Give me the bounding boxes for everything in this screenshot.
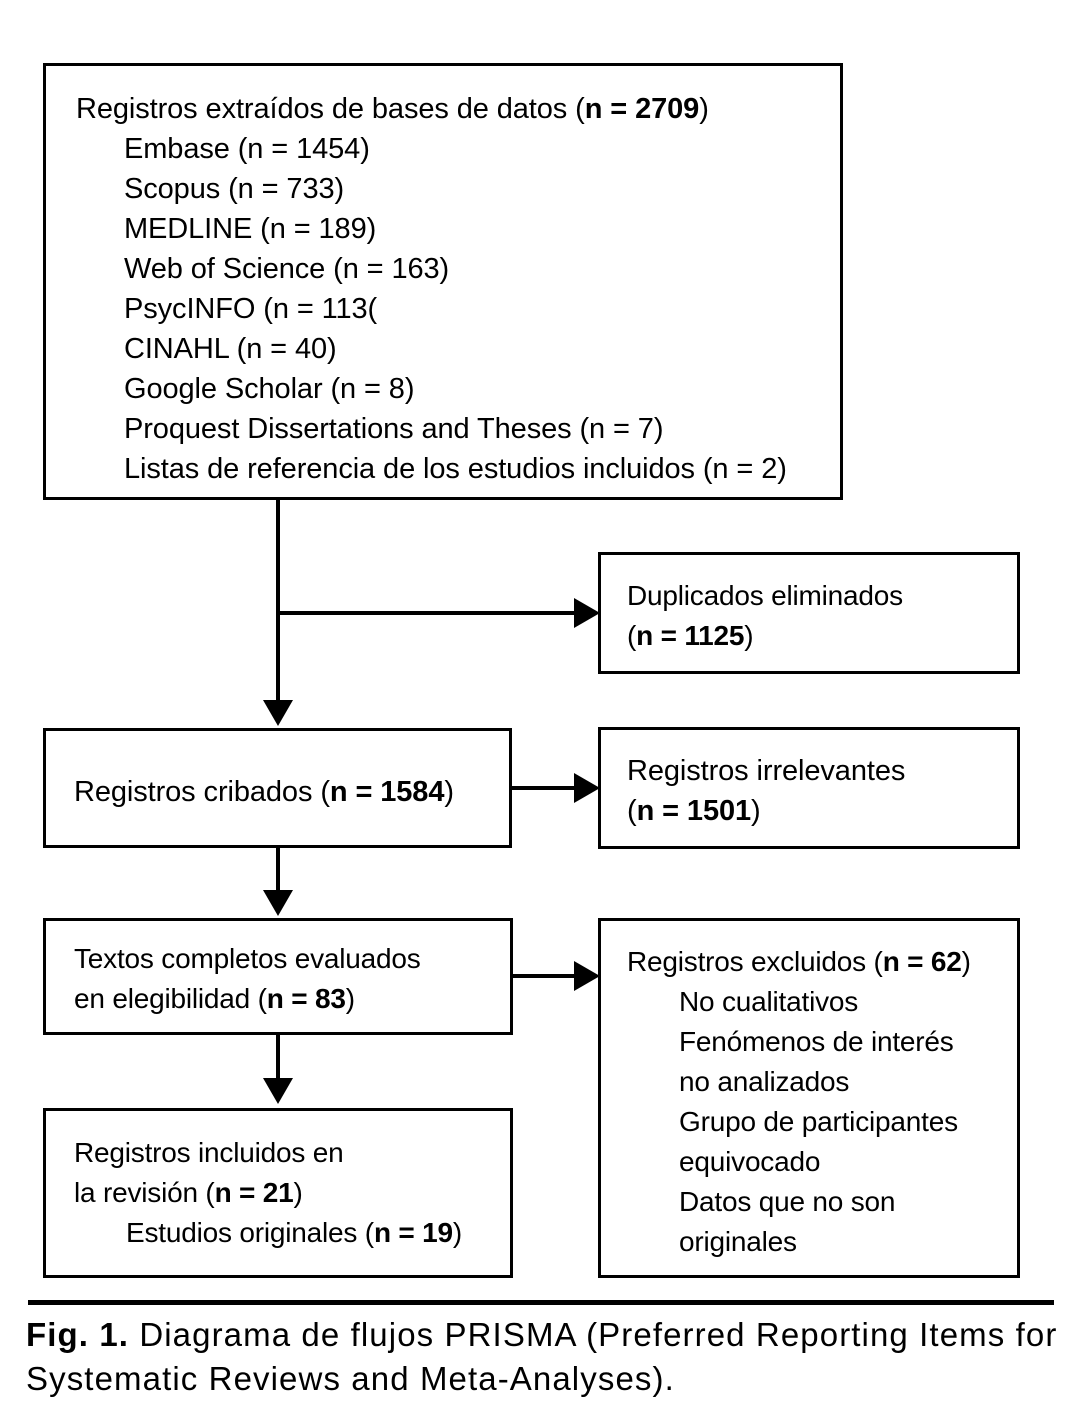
eligibility-label-2: en elegibilidad ( bbox=[74, 983, 267, 1014]
excluded-label: Registros excluidos ( bbox=[627, 946, 883, 977]
paren-close: ) bbox=[345, 983, 355, 1014]
connector-to-excluded bbox=[513, 974, 576, 978]
included-label-2: la revisión ( bbox=[74, 1177, 215, 1208]
screened-count: n = 1584 bbox=[329, 776, 445, 808]
paren-close: ) bbox=[751, 795, 761, 827]
paren-open: ( bbox=[627, 795, 637, 827]
records-identified-count: n = 2709 bbox=[584, 93, 700, 125]
irrelevant-label: Registros irrelevantes bbox=[627, 755, 906, 787]
figure-caption: Fig. 1. Diagrama de flujos PRISMA (Prefe… bbox=[26, 1313, 1061, 1401]
included-count-line: la revisión (n = 21) bbox=[74, 1173, 500, 1213]
paren-open: ( bbox=[627, 620, 637, 651]
included-subline: Estudios originales (n = 19) bbox=[74, 1213, 500, 1253]
arrowhead-to-excluded bbox=[574, 961, 600, 991]
screened-label: Registros cribados ( bbox=[74, 776, 330, 808]
box-records-screened: Registros cribados (n = 1584) bbox=[43, 728, 512, 848]
arrowhead-to-duplicates bbox=[574, 598, 600, 628]
source-line: CINAHL (n = 40) bbox=[124, 333, 337, 365]
excluded-reason: equivocado bbox=[679, 1146, 821, 1177]
box-fulltext-eligibility: Textos completos evaluados en elegibilid… bbox=[43, 918, 513, 1035]
source-line: MEDLINE (n = 189) bbox=[124, 213, 377, 245]
records-identified-heading-text: Registros extraídos de bases de datos ( bbox=[76, 93, 585, 125]
box-records-excluded: Registros excluidos (n = 62) No cualitat… bbox=[598, 918, 1020, 1278]
eligibility-count: n = 83 bbox=[266, 983, 346, 1014]
records-identified-heading: Registros extraídos de bases de datos (n… bbox=[76, 89, 826, 129]
arrowhead-to-eligibility bbox=[263, 890, 293, 916]
box-records-included: Registros incluidos en la revisión (n = … bbox=[43, 1108, 513, 1278]
included-label: Registros incluidos en bbox=[74, 1137, 344, 1168]
source-line: Embase (n = 1454) bbox=[124, 133, 370, 165]
connector-to-irrelevant bbox=[512, 786, 576, 790]
connector-to-duplicates bbox=[276, 611, 576, 615]
box-records-irrelevant: Registros irrelevantes (n = 1501) bbox=[598, 727, 1020, 849]
included-count: n = 21 bbox=[214, 1177, 294, 1208]
eligibility-count-line: en elegibilidad (n = 83) bbox=[74, 979, 498, 1019]
irrelevant-count-line: (n = 1501) bbox=[627, 791, 1005, 831]
caption-divider bbox=[28, 1300, 1054, 1305]
duplicates-count: n = 1125 bbox=[636, 620, 745, 651]
irrelevant-count: n = 1501 bbox=[636, 795, 752, 827]
arrowhead-to-included bbox=[263, 1078, 293, 1104]
connector-eligibility-to-included bbox=[276, 1035, 280, 1083]
paren-close: ) bbox=[444, 776, 454, 808]
arrowhead-to-irrelevant bbox=[574, 773, 600, 803]
paren-close: ) bbox=[293, 1177, 303, 1208]
excluded-reason: Fenómenos de interés bbox=[679, 1026, 954, 1057]
eligibility-label: Textos completos evaluados bbox=[74, 943, 421, 974]
source-line: Scopus (n = 733) bbox=[124, 173, 345, 205]
source-line: Web of Science (n = 163) bbox=[124, 253, 450, 285]
box-duplicates-removed: Duplicados eliminados (n = 1125) bbox=[598, 552, 1020, 674]
figure-number: Fig. 1. bbox=[26, 1316, 130, 1353]
excluded-reason: no analizados bbox=[679, 1066, 850, 1097]
original-studies-label: Estudios originales ( bbox=[126, 1217, 374, 1248]
source-line: Proquest Dissertations and Theses (n = 7… bbox=[124, 413, 664, 445]
connector-trunk-identified bbox=[276, 500, 280, 702]
duplicates-count-line: (n = 1125) bbox=[627, 616, 1005, 656]
source-line: Google Scholar (n = 8) bbox=[124, 373, 415, 405]
box-records-identified: Registros extraídos de bases de datos (n… bbox=[43, 63, 843, 500]
paren-close: ) bbox=[744, 620, 754, 651]
excluded-reason: No cualitativos bbox=[679, 986, 859, 1017]
excluded-reason: Datos que no son bbox=[679, 1186, 896, 1217]
duplicates-label: Duplicados eliminados bbox=[627, 580, 903, 611]
paren-close: ) bbox=[452, 1217, 463, 1248]
excluded-reason: Grupo de participantes bbox=[679, 1106, 958, 1137]
source-line: Listas de referencia de los estudios inc… bbox=[124, 453, 787, 485]
excluded-heading: Registros excluidos (n = 62) bbox=[627, 942, 1007, 982]
records-identified-heading-tail: ) bbox=[699, 93, 709, 125]
excluded-count: n = 62 bbox=[882, 946, 962, 977]
screened-line: Registros cribados (n = 1584) bbox=[74, 772, 497, 812]
figure-caption-text: Diagrama de flujos PRISMA (Preferred Rep… bbox=[26, 1316, 1058, 1397]
excluded-reason: originales bbox=[679, 1226, 797, 1257]
connector-screened-to-eligibility bbox=[276, 848, 280, 896]
source-line: PsycINFO (n = 113( bbox=[124, 293, 378, 325]
original-studies-count: n = 19 bbox=[373, 1217, 453, 1248]
arrowhead-to-screened bbox=[263, 700, 293, 726]
paren-close: ) bbox=[961, 946, 971, 977]
